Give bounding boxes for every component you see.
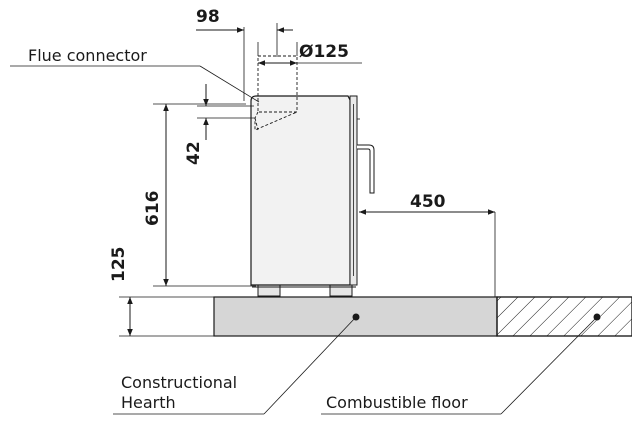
dim-flue-offset: 98: [196, 7, 220, 27]
hearth-label-line1: Constructional: [121, 373, 237, 392]
stove-body: [250, 95, 351, 286]
dim-flue-drop: 42: [184, 141, 204, 165]
dim-hearth-height: 125: [109, 247, 129, 283]
dim-clearance: 450: [410, 192, 446, 212]
door-handle: [357, 144, 375, 194]
dim-flue-height: 616: [143, 191, 163, 227]
flue-connector-elbow: [254, 111, 298, 131]
hearth-label-line2: Hearth: [121, 393, 176, 412]
flue-connector-pipe: [257, 55, 298, 113]
dim-flue-diameter: Ø125: [299, 42, 349, 62]
combustible-floor-label: Combustible floor: [326, 393, 468, 412]
combustible-floor: [496, 296, 632, 337]
flue-connector-label: Flue connector: [28, 46, 147, 65]
